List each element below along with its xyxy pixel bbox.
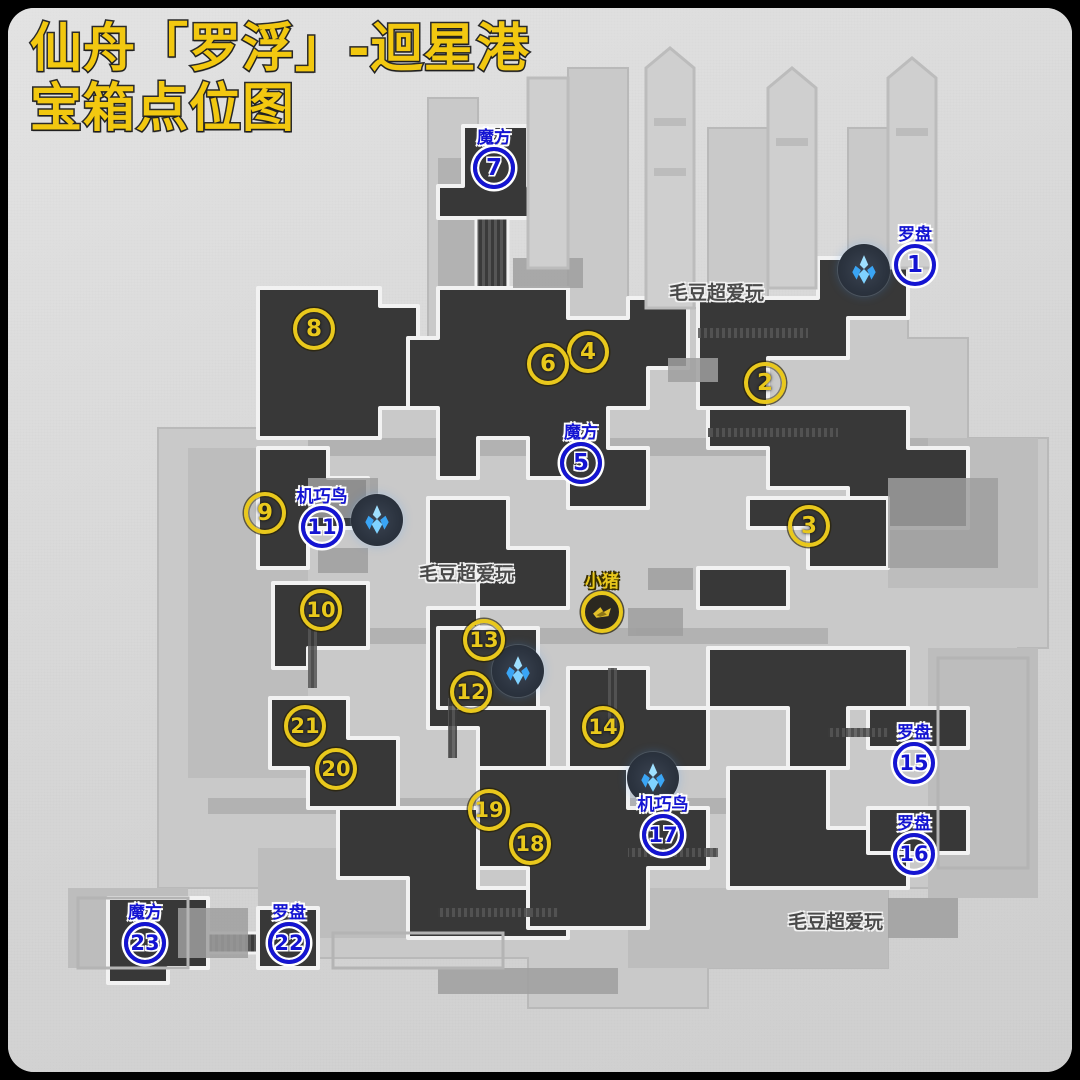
marker-circle[interactable]: 19 — [468, 789, 510, 831]
marker-circle[interactable]: 22 — [268, 922, 310, 964]
marker-circle[interactable]: 15 — [893, 742, 935, 784]
marker-label: 魔方 — [477, 128, 511, 148]
marker-circle[interactable]: 9 — [244, 492, 286, 534]
page-title: 仙舟「罗浮」-迴星港 宝箱点位图 — [29, 19, 531, 140]
marker-circle[interactable]: 7 — [473, 147, 515, 189]
marker-circle[interactable]: 16 — [893, 833, 935, 875]
marker-label: 罗盘 — [897, 814, 931, 834]
teleport-node[interactable] — [627, 752, 679, 804]
marker-circle[interactable]: 10 — [300, 589, 342, 631]
watermark-text: 毛豆超爱玩 — [419, 563, 515, 585]
marker-circle[interactable]: 5 — [560, 442, 602, 484]
marker-circle[interactable]: 4 — [567, 331, 609, 373]
marker-circle[interactable]: 2 — [744, 362, 786, 404]
teleport-node[interactable] — [492, 645, 544, 697]
marker-label: 小猪 — [585, 572, 619, 592]
teleport-crystal-icon — [506, 656, 530, 685]
marker-circle[interactable]: 23 — [124, 922, 166, 964]
marker-circle[interactable]: 3 — [788, 505, 830, 547]
teleport-crystal-icon — [641, 763, 665, 792]
teleport-node[interactable] — [351, 494, 403, 546]
piglet-icon — [593, 607, 611, 618]
teleport-node[interactable] — [838, 244, 890, 296]
watermark-text: 毛豆超爱玩 — [669, 282, 765, 304]
marker-label: 魔方 — [564, 423, 598, 443]
marker-circle[interactable]: 12 — [450, 671, 492, 713]
marker-label: 机巧鸟 — [637, 795, 689, 815]
marker-label: 罗盘 — [898, 225, 932, 245]
marker-circle[interactable] — [581, 591, 623, 633]
marker-label: 机巧鸟 — [296, 487, 348, 507]
marker-circle[interactable]: 18 — [509, 823, 551, 865]
marker-circle[interactable]: 20 — [315, 748, 357, 790]
marker-circle[interactable]: 14 — [582, 706, 624, 748]
marker-circle[interactable]: 1 — [894, 244, 936, 286]
marker-circle[interactable]: 17 — [642, 814, 684, 856]
marker-circle[interactable]: 11 — [301, 506, 343, 548]
marker-circle[interactable]: 21 — [284, 705, 326, 747]
title-line-2: 宝箱点位图 — [29, 79, 296, 140]
marker-label: 罗盘 — [897, 723, 931, 743]
marker-circle[interactable]: 8 — [293, 308, 335, 350]
station-floorplan — [8, 8, 1072, 1072]
marker-label: 罗盘 — [272, 903, 306, 923]
title-line-1: 仙舟「罗浮」-迴星港 — [29, 19, 531, 79]
watermark-text: 毛豆超爱玩 — [788, 911, 884, 933]
teleport-crystal-icon — [365, 505, 389, 534]
marker-label: 魔方 — [128, 903, 162, 923]
marker-circle[interactable]: 6 — [527, 343, 569, 385]
marker-circle[interactable]: 13 — [463, 619, 505, 661]
teleport-crystal-icon — [852, 255, 876, 284]
